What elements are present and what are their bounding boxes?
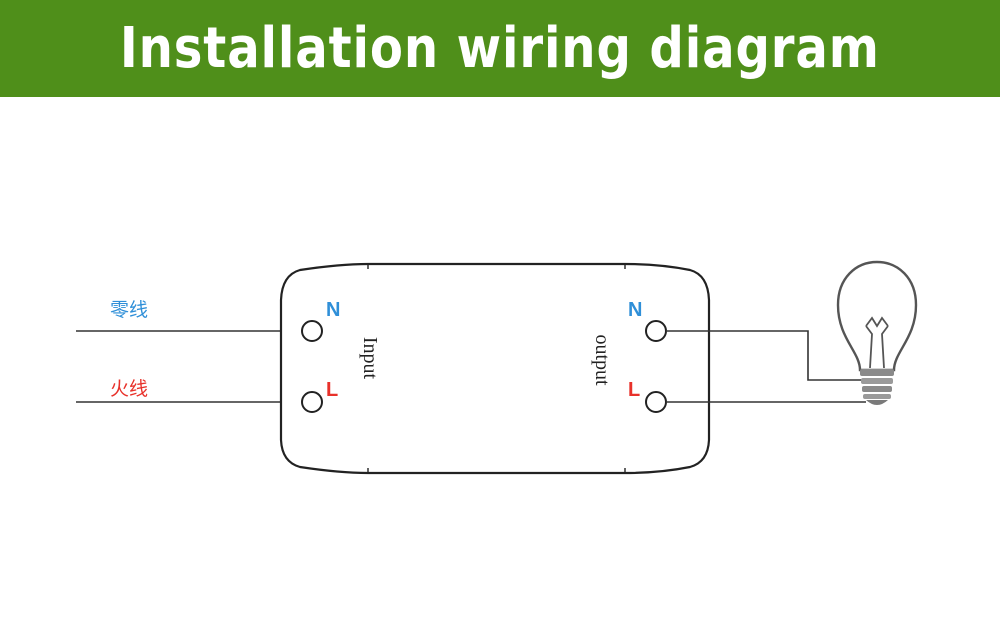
live-wire-label: 火线 bbox=[110, 378, 148, 400]
output-terminal-n bbox=[645, 320, 667, 342]
output-terminal-l-label: L bbox=[628, 379, 640, 401]
output-terminal-l bbox=[645, 391, 667, 413]
title-bar: Installation wiring diagram bbox=[0, 0, 1000, 97]
input-terminal-l bbox=[301, 391, 323, 413]
page-title: Installation wiring diagram bbox=[120, 16, 880, 81]
input-terminal-n-label: N bbox=[326, 299, 340, 321]
neutral-wire-label: 零线 bbox=[110, 299, 148, 321]
output-terminal-n-label: N bbox=[628, 299, 642, 321]
neutral-output-wire bbox=[666, 330, 866, 381]
light-bulb-icon bbox=[836, 260, 918, 405]
input-terminal-l-label: L bbox=[326, 379, 338, 401]
relay-module-body bbox=[279, 262, 711, 475]
input-terminal-n bbox=[301, 320, 323, 342]
input-label: Input bbox=[359, 337, 381, 380]
output-label: output bbox=[591, 334, 613, 386]
